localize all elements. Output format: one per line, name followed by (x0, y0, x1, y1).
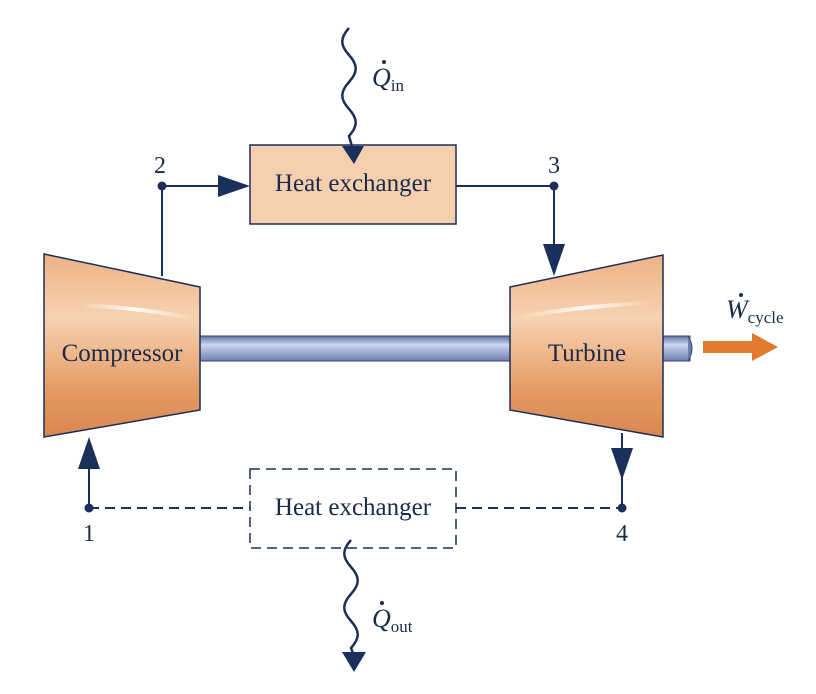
heat-in-arrowhead (342, 146, 364, 164)
flow-line-3-to-turbine (456, 185, 555, 262)
heat-out-wavy-arrow (343, 539, 359, 657)
state-point-1 (84, 503, 94, 513)
heat-out-arrowhead (342, 652, 366, 672)
heat-exchanger-top-label: Heat exchanger (275, 170, 432, 197)
w-cycle-label: Wcycle (726, 295, 784, 327)
compressor (43, 253, 201, 438)
heat-exchanger-bottom-label: Heat exchanger (275, 494, 432, 521)
state-label-4: 4 (616, 521, 628, 547)
turbine (509, 254, 664, 438)
turbine-label: Turbine (548, 340, 626, 367)
q-in-label: Qin (372, 63, 405, 95)
w-cycle-dot (739, 293, 743, 297)
q-out-label: Qout (372, 604, 413, 636)
state-point-4 (617, 503, 627, 513)
state-label-3: 3 (548, 153, 560, 179)
compressor-label: Compressor (62, 340, 184, 367)
heat-in-wavy-arrow (341, 27, 357, 151)
q-in-dot (382, 60, 386, 64)
work-output-arrow (703, 333, 778, 361)
q-out-dot (380, 601, 384, 605)
arrow-turbine-exit (611, 448, 633, 480)
arrow-into-compressor (78, 437, 100, 469)
arrow-into-turbine (543, 244, 565, 276)
state-point-3 (549, 181, 559, 191)
state-point-2 (157, 181, 167, 191)
state-label-1: 1 (83, 521, 95, 547)
flow-line-compressor-to-2 (161, 185, 228, 276)
state-label-2: 2 (154, 153, 166, 179)
shaft-end (687, 335, 693, 362)
arrow-into-hx-top (218, 175, 250, 197)
turbine-highlight (519, 301, 651, 319)
compressor-highlight (79, 303, 193, 320)
